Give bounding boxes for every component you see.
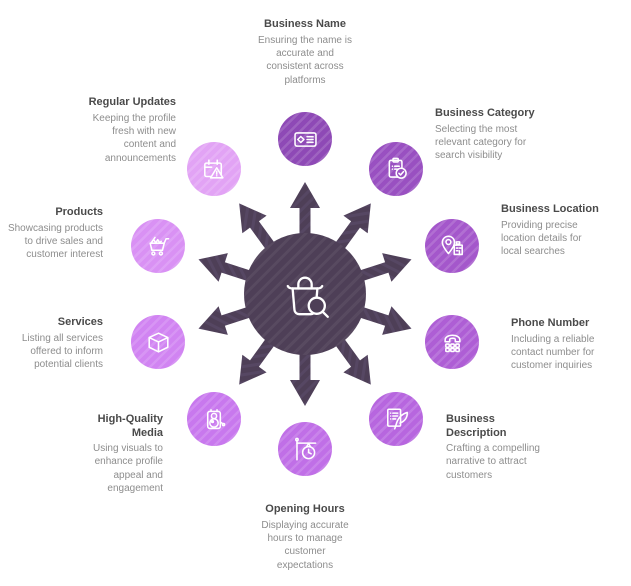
node-regular-updates-circle	[187, 142, 241, 196]
node-opening-hours-label: Opening Hours	[265, 503, 345, 515]
node-business-location-circle	[425, 219, 479, 273]
node-business-category-circle	[369, 142, 423, 196]
node-business-category-description: Selecting the most relevant category for…	[435, 123, 527, 162]
node-business-description-circle	[369, 392, 423, 446]
node-regular-updates-label: Regular Updates	[88, 96, 176, 108]
node-high-quality-media-label: High-Quality Media	[97, 413, 163, 439]
node-regular-updates-text: Regular Updates Keeping the profile fres…	[89, 96, 176, 165]
node-services-text: Services Listing all services offered to…	[22, 316, 103, 372]
node-opening-hours-circle	[278, 422, 332, 476]
node-phone-number-description: Including a reliable contact number for …	[511, 333, 595, 372]
node-business-name-label: Business Name	[264, 18, 346, 30]
node-products-text: Products Showcasing products to drive sa…	[8, 206, 103, 262]
node-services-circle	[131, 315, 185, 369]
node-business-location-text: Business Location Providing precise loca…	[501, 203, 599, 259]
node-business-description-text: Business Description Crafting a compelli…	[446, 413, 540, 482]
map-pin-building-icon	[441, 234, 463, 255]
node-business-category-text: Business Category Selecting the most rel…	[435, 107, 535, 163]
node-products-circle	[131, 219, 185, 273]
node-business-category-label: Business Category	[435, 107, 535, 119]
calendar-alert-icon	[203, 158, 224, 179]
node-business-location-description: Providing precise location details for l…	[501, 219, 582, 258]
node-high-quality-media-text: High-Quality Media Using visuals to enha…	[93, 413, 163, 496]
central-hub	[244, 233, 366, 355]
node-phone-number-text: Phone Number Including a reliable contac…	[511, 317, 594, 373]
cube-icon	[147, 331, 169, 353]
id-card-icon	[293, 131, 317, 147]
hanging-clock-icon	[294, 437, 316, 461]
node-opening-hours-text: Opening Hours Displaying accurate hours …	[232, 503, 378, 572]
node-services-description: Listing all services offered to inform p…	[21, 332, 103, 371]
node-services-label: Services	[57, 316, 103, 328]
node-regular-updates-description: Keeping the profile fresh with new conte…	[92, 112, 176, 164]
node-products-label: Products	[55, 206, 103, 218]
node-business-name-text: Business Name Ensuring the name is accur…	[230, 18, 380, 87]
shopping-bag-search-icon	[286, 276, 329, 318]
phone-keypad-icon	[443, 333, 461, 352]
node-business-description-description: Crafting a compelling narrative to attra…	[446, 443, 540, 481]
node-business-description-label: Business Description	[446, 413, 507, 439]
node-high-quality-media-description: Using visuals to enhance profile appeal …	[92, 443, 163, 495]
node-high-quality-media-circle	[187, 392, 241, 446]
node-phone-number-circle	[425, 315, 479, 369]
node-business-name-circle	[278, 112, 332, 166]
camera-icon	[206, 408, 225, 429]
shopping-cart-icon	[148, 236, 169, 256]
node-opening-hours-description: Displaying accurate hours to manage cust…	[261, 519, 349, 571]
node-phone-number-label: Phone Number	[511, 317, 590, 329]
clipboard-check-icon	[388, 157, 407, 179]
node-products-description: Showcasing products to drive sales and c…	[7, 222, 103, 261]
document-quill-icon	[386, 407, 408, 430]
node-business-name-description: Ensuring the name is accurate and consis…	[258, 34, 352, 86]
node-business-location-label: Business Location	[501, 203, 599, 215]
